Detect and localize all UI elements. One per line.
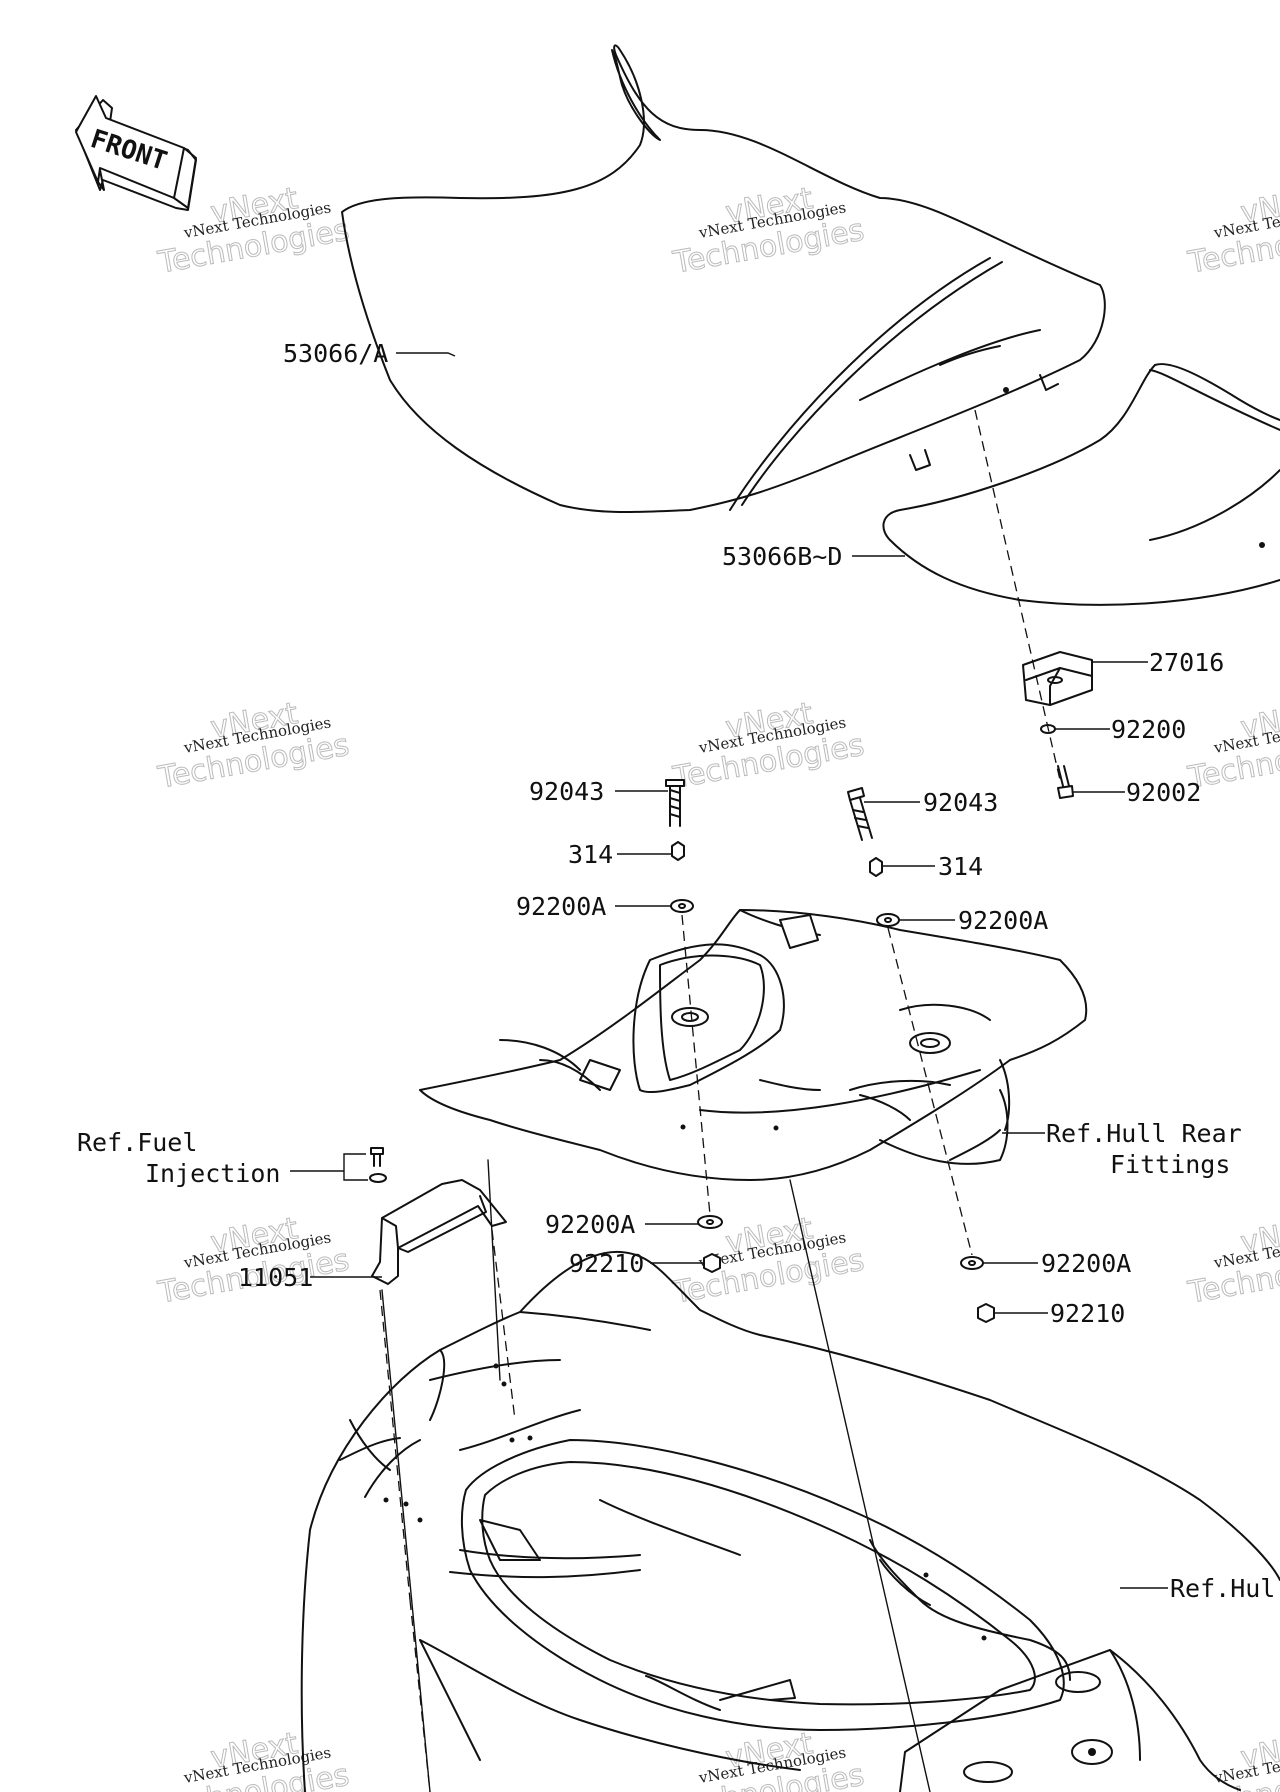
callout-bolt-92002: 92002 [1126, 778, 1201, 807]
watermark: Technologies vNext vNext Technologies [1184, 1726, 1280, 1792]
plate-11051-part [371, 1179, 507, 1285]
washer-left-top-part [670, 899, 694, 913]
callout-ref-hull-rear-line1: Ref.Hull Rear [1046, 1119, 1242, 1148]
callout-washer-left-top: 92200A [516, 892, 606, 921]
callout-ref-hull: Ref.Hul [1170, 1574, 1275, 1603]
washer-right-top-part [876, 913, 900, 927]
watermark: Technologies vNext vNext Technologies [154, 181, 352, 282]
callout-nut-left-bottom: 92210 [569, 1249, 644, 1278]
callout-seat-front: 53066/A [283, 339, 388, 368]
callout-washer-right-bottom: 92200A [1041, 1249, 1131, 1278]
callout-seat-rear: 53066B~D [722, 542, 842, 571]
callout-ref-fuel-line2: Injection [145, 1159, 280, 1188]
callout-washer-right-top: 92200A [958, 906, 1048, 935]
seat-rear-part [882, 363, 1280, 606]
fuel-bolt-part [369, 1147, 387, 1183]
front-arrow-icon: FRONT [75, 95, 197, 211]
callout-stud-right: 92043 [923, 788, 998, 817]
watermark: Technologies vNext vNext Technologies [669, 181, 867, 282]
watermark: Technologies vNext vNext Technologies [154, 1726, 352, 1792]
watermark-layer: Technologies vNext vNext Technologies Te… [154, 181, 1280, 1792]
stud-left-part [665, 779, 685, 827]
callout-nut-right: 314 [938, 852, 983, 881]
callout-plate-11051: 11051 [238, 1263, 313, 1292]
bolt-92002-part [1057, 765, 1074, 799]
watermark: Technologies vNext vNext Technologies [154, 696, 352, 797]
washer-left-bottom-part [697, 1215, 723, 1229]
nut-right-bottom-part [977, 1303, 995, 1323]
hull-part [300, 1250, 1280, 1792]
callout-washer-92200: 92200 [1111, 715, 1186, 744]
hull-rear-fittings-part [419, 909, 1088, 1181]
callout-bracket-27016: 27016 [1149, 648, 1224, 677]
callout-ref-hull-rear-line2: Fittings [1110, 1150, 1230, 1179]
callout-ref-fuel-line1: Ref.Fuel [77, 1128, 197, 1157]
nut-left-part [671, 841, 685, 861]
seat-front-part [341, 44, 1106, 514]
bracket-27016-part [1022, 651, 1093, 706]
callout-stud-left: 92043 [529, 777, 604, 806]
nut-right-part [869, 857, 883, 877]
callout-nut-left: 314 [568, 840, 613, 869]
stud-right-part [847, 787, 873, 841]
washer-right-bottom-part [960, 1256, 984, 1270]
nut-left-bottom-part [703, 1253, 721, 1273]
callout-nut-right-bottom: 92210 [1050, 1299, 1125, 1328]
watermark: Technologies vNext vNext Technologies [1184, 1211, 1280, 1312]
watermark: Technologies vNext vNext Technologies [669, 696, 867, 797]
callout-labels: 53066/A 53066B~D 27016 92200 92002 92043… [77, 339, 1275, 1603]
leader-lines [290, 352, 1168, 1589]
watermark: Technologies vNext vNext Technologies [1184, 181, 1280, 282]
callout-washer-left-bottom: 92200A [545, 1210, 635, 1239]
watermark: Technologies vNext vNext Technologies [154, 1211, 352, 1312]
alignment-lines [379, 409, 1061, 1792]
watermark: Technologies vNext vNext Technologies [669, 1211, 867, 1312]
